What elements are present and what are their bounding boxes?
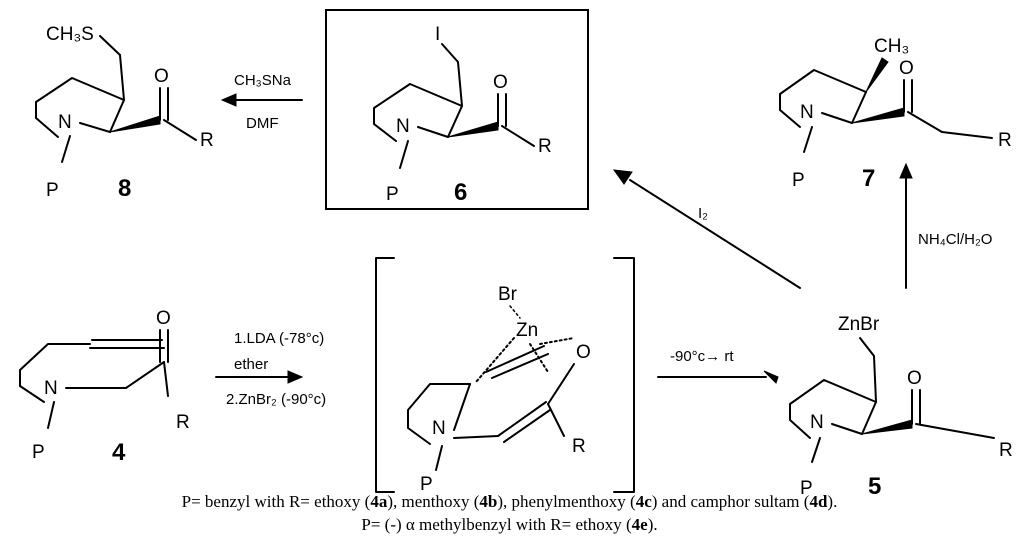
atom-r-6: R (538, 136, 552, 157)
atom-ch3s: CH₃S (46, 24, 94, 45)
compound-4: N O R P 4 (19, 308, 190, 466)
highlight-box (325, 9, 589, 210)
atom-r-4: R (176, 412, 190, 433)
atom-o-6: O (493, 72, 508, 93)
caption-line-2: P= (-) α methylbenzyl with R= ethoxy (4e… (361, 515, 658, 534)
compound-label-4: 4 (112, 439, 126, 466)
arrow-5-to-7: NH₄Cl/H₂O (899, 162, 992, 289)
compound-5: ZnBr N O R P 5 (789, 314, 1013, 500)
reagent-nh4cl: NH₄Cl/H₂O (918, 231, 992, 248)
atom-p-6: P (386, 184, 399, 205)
intermediate-zinc-chelate: Br Zn N O R P (375, 257, 635, 495)
atom-br: Br (498, 284, 518, 305)
compound-label-6: 6 (454, 179, 467, 206)
atom-p: P (46, 180, 59, 201)
reagent-lda: 1.LDA (-78°c) (234, 330, 324, 347)
atom-n-7: N (800, 102, 814, 123)
atom-r-7: R (998, 130, 1012, 151)
reagent-dmf: DMF (246, 115, 279, 132)
atom-p-7: P (792, 170, 805, 191)
arrow-intermediate-to-5: -90°c→ rt (657, 348, 779, 384)
atom-o-int: O (576, 342, 591, 363)
arrow-6-to-8: CH₃SNa DMF (220, 72, 303, 132)
atom-r-int: R (572, 436, 586, 457)
atom-o-4: O (156, 308, 171, 329)
atom-p-int: P (420, 474, 433, 495)
atom-i: I (435, 24, 440, 45)
atom-zn: Zn (516, 320, 538, 341)
atom-n-int: N (432, 418, 446, 439)
compound-label-8: 8 (118, 175, 131, 202)
atom-r: R (200, 130, 214, 151)
atom-p-4: P (32, 442, 45, 463)
reagent-znbr2: 2.ZnBr₂ (-90°c) (226, 391, 326, 408)
atom-n-6: N (396, 116, 410, 137)
atom-o-5: O (907, 368, 922, 389)
atom-p-5: P (800, 478, 813, 499)
atom-n: N (58, 112, 72, 133)
atom-n-5: N (810, 412, 824, 433)
reagent-i2: I₂ (698, 205, 708, 222)
atom-n-4: N (44, 378, 58, 399)
compound-label-7: 7 (862, 165, 875, 192)
compound-8: CH₃S N O R P 8 (35, 24, 214, 202)
atom-o-7: O (899, 58, 914, 79)
compound-7: CH₃ N O R P 7 (779, 36, 1012, 192)
atom-ch3: CH₃ (874, 36, 909, 57)
arrow-4-to-intermediate: 1.LDA (-78°c) ether 2.ZnBr₂ (-90°c) (215, 330, 326, 408)
arrow-5-to-6: I₂ (612, 169, 801, 289)
reagent-ether: ether (234, 356, 268, 373)
caption-line-1: P= benzyl with R= ethoxy (4a), menthoxy … (181, 492, 838, 511)
reagent-ch3sna: CH₃SNa (234, 72, 292, 89)
compound-6: I N O R P 6 (325, 9, 589, 210)
atom-znbr: ZnBr (838, 314, 880, 335)
atom-r-5: R (999, 440, 1013, 461)
reagent-temp: -90°c→ rt (670, 348, 734, 365)
compound-label-5: 5 (868, 473, 881, 500)
atom-o: O (154, 66, 169, 87)
